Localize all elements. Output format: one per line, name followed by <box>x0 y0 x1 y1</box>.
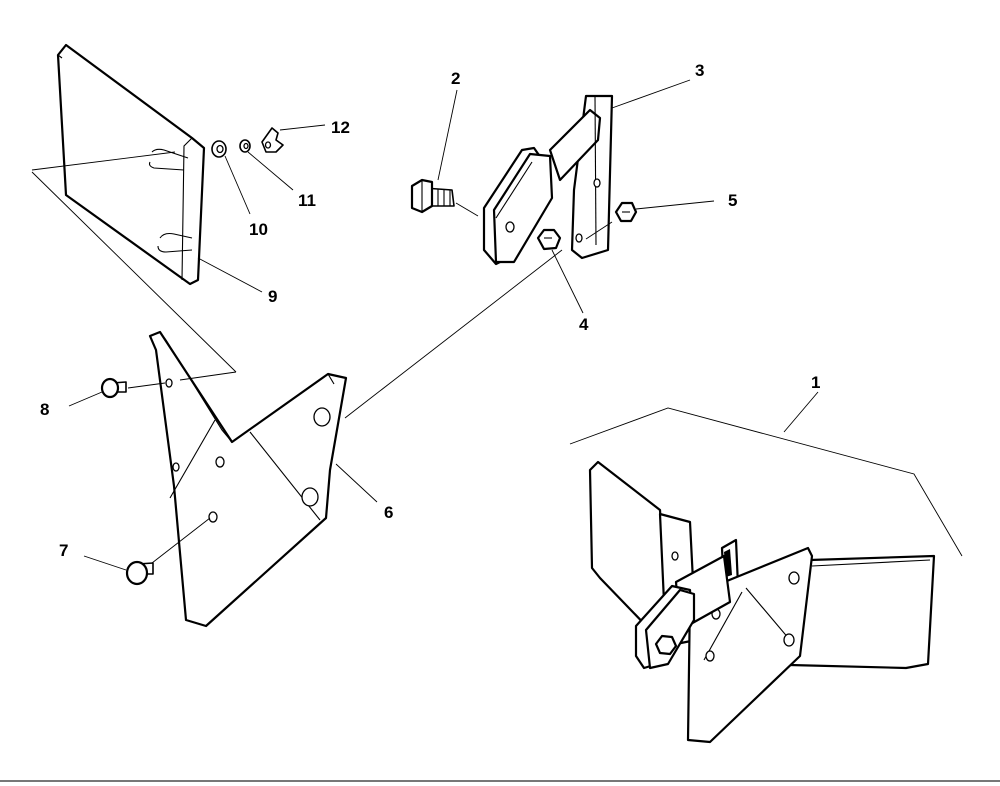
callout-10: 10 <box>249 220 268 239</box>
callout-6: 6 <box>384 503 393 522</box>
part-9-flap-plate <box>56 43 206 286</box>
part-12-wing-nut <box>261 127 284 153</box>
callout-8: 8 <box>40 400 49 419</box>
part-4-nut <box>536 228 562 251</box>
footer-divider <box>0 780 1000 782</box>
part-6-mounting-plate <box>148 330 348 628</box>
callout-labels: 1 2 3 4 5 6 7 8 9 10 11 12 <box>40 61 820 560</box>
part-5-nut <box>614 201 638 223</box>
callout-9: 9 <box>268 287 277 306</box>
part-11-lock-washer <box>239 139 251 153</box>
part-8-rivet <box>100 377 127 399</box>
callout-4: 4 <box>579 315 589 334</box>
callout-2: 2 <box>451 69 460 88</box>
callout-5: 5 <box>728 191 737 210</box>
callout-7: 7 <box>59 541 68 560</box>
callout-11: 11 <box>298 191 316 210</box>
group-lines <box>31 151 963 557</box>
callout-3: 3 <box>695 61 704 80</box>
leader-lines <box>68 79 819 571</box>
part-10-washer <box>211 140 227 158</box>
part-1-assembly <box>588 460 936 744</box>
part-3-bracket <box>482 94 614 266</box>
callout-12: 12 <box>331 118 350 137</box>
part-2-bolt <box>410 178 455 214</box>
callout-1: 1 <box>811 373 820 392</box>
part-7-rivet <box>125 560 154 586</box>
